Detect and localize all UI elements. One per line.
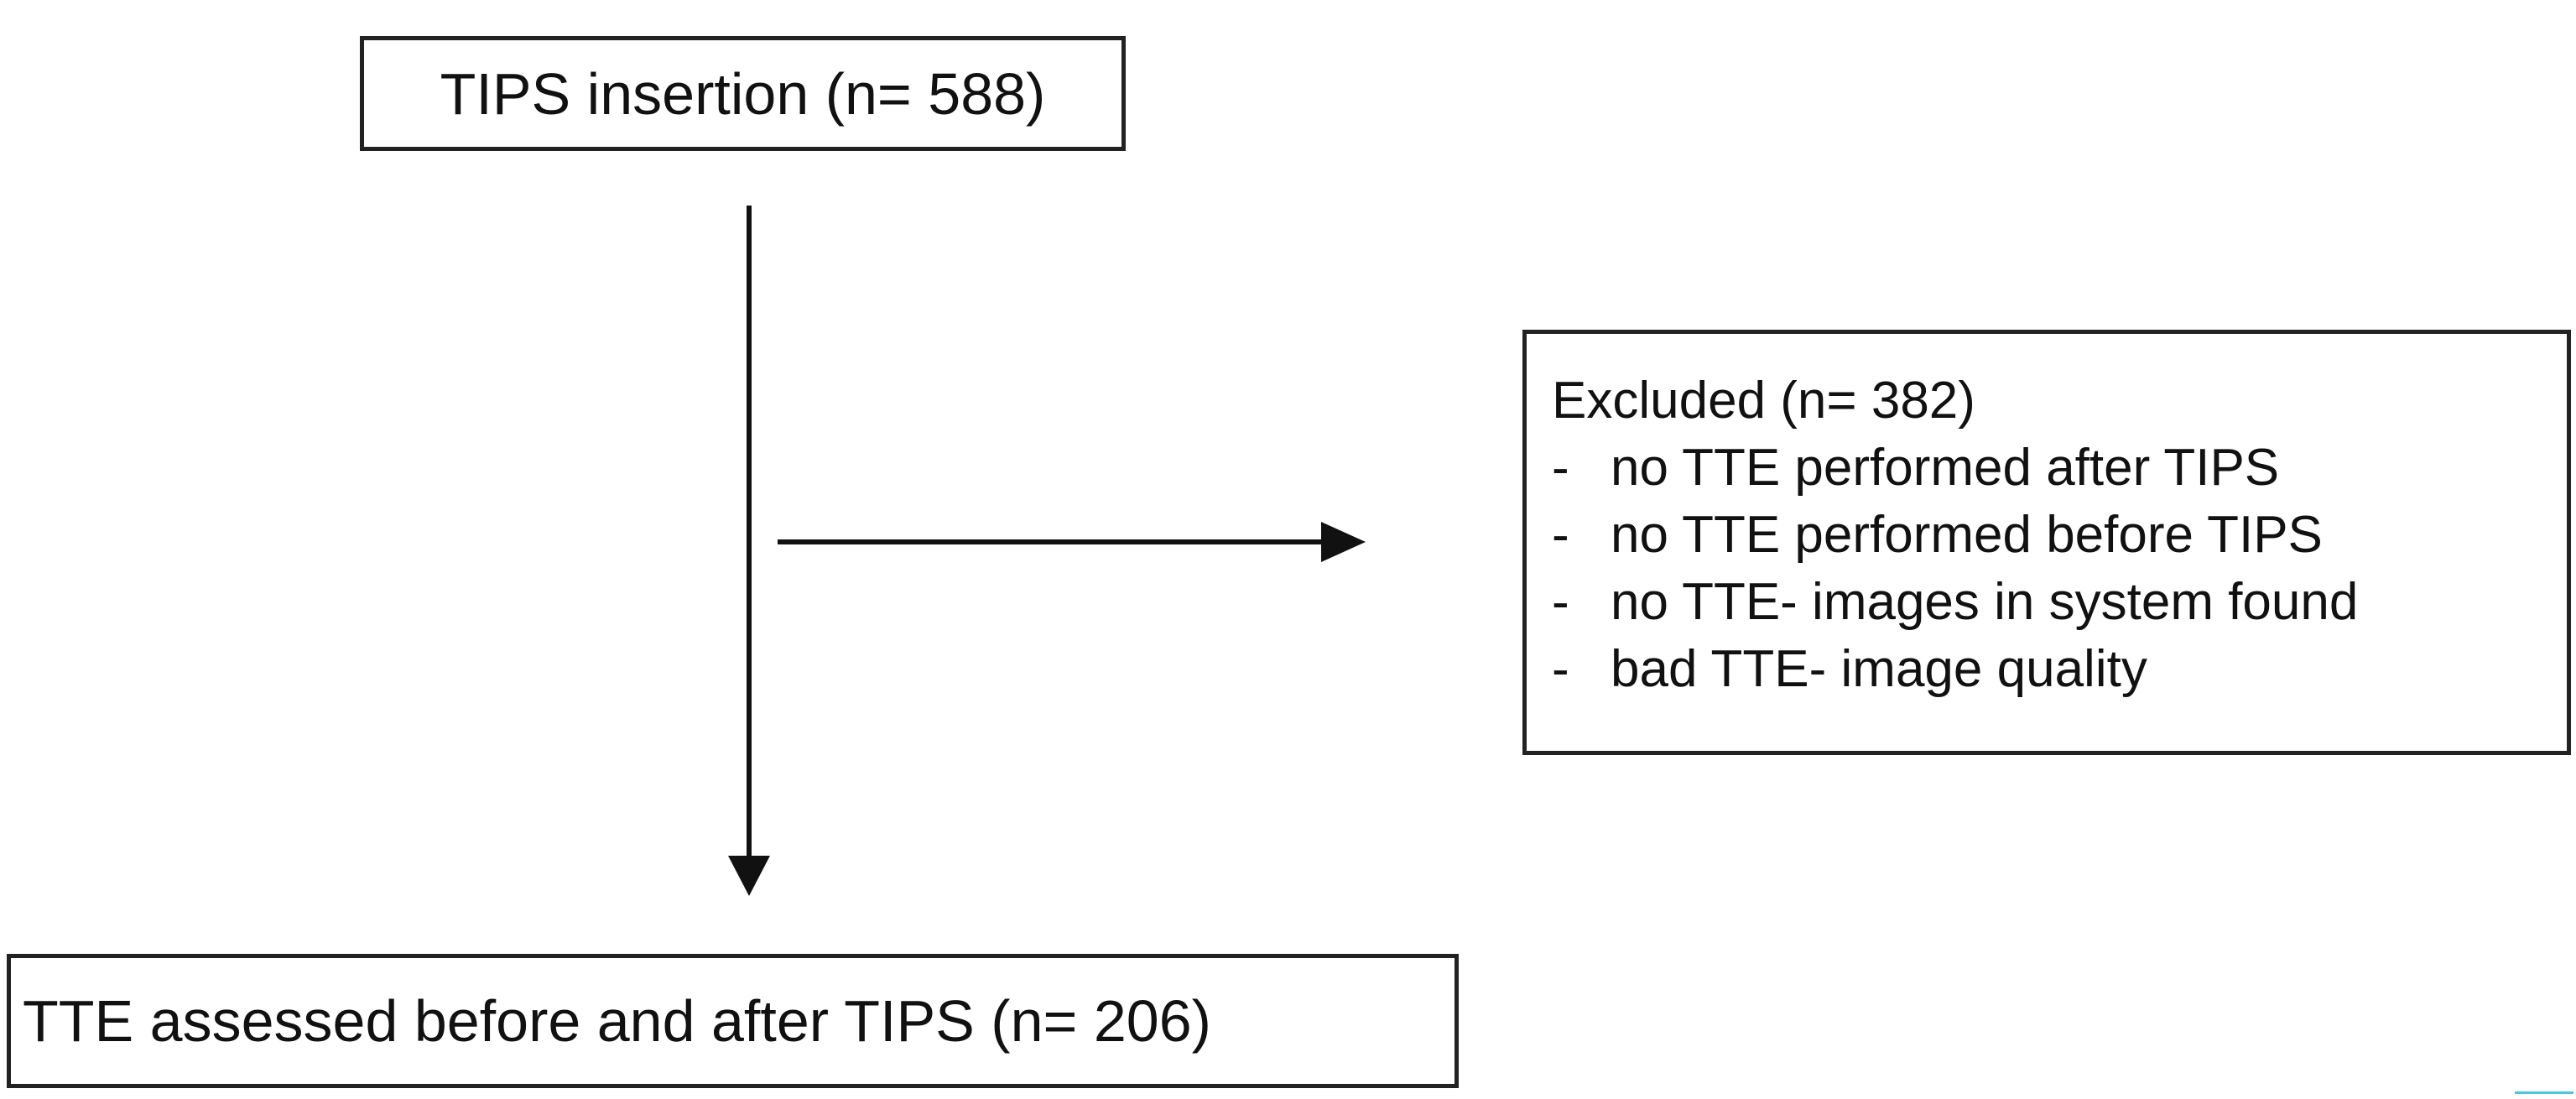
- excluded-item: - no TTE performed after TIPS: [1552, 435, 2567, 502]
- corner-accent-mark: [2515, 1091, 2573, 1094]
- arrow-right-excluded: [778, 522, 1366, 562]
- excluded-bullet: -: [1552, 439, 1569, 497]
- node-tips-insertion-label: TIPS insertion (n= 588): [440, 60, 1046, 127]
- excluded-item-label: bad TTE- image quality: [1611, 640, 2147, 698]
- excluded-item: - bad TTE- image quality: [1552, 636, 2567, 703]
- excluded-item-label: no TTE performed after TIPS: [1611, 439, 2280, 497]
- excluded-bullet: -: [1552, 506, 1569, 564]
- excluded-heading: Excluded (n= 382): [1552, 372, 1975, 430]
- node-excluded: Excluded (n= 382) - no TTE performed aft…: [1522, 330, 2571, 755]
- excluded-bullet: -: [1552, 640, 1569, 698]
- node-tte-assessed-label: TTE assessed before and after TIPS (n= 2…: [23, 988, 1211, 1054]
- excluded-item-label: no TTE performed before TIPS: [1611, 506, 2323, 564]
- node-tte-assessed: TTE assessed before and after TIPS (n= 2…: [7, 954, 1459, 1088]
- excluded-item: - no TTE- images in system found: [1552, 569, 2567, 636]
- excluded-item: - no TTE performed before TIPS: [1552, 502, 2567, 569]
- excluded-bullet: -: [1552, 573, 1569, 631]
- excluded-item-label: no TTE- images in system found: [1611, 573, 2359, 631]
- node-tips-insertion: TIPS insertion (n= 588): [360, 36, 1126, 151]
- arrow-down-main: [728, 206, 770, 896]
